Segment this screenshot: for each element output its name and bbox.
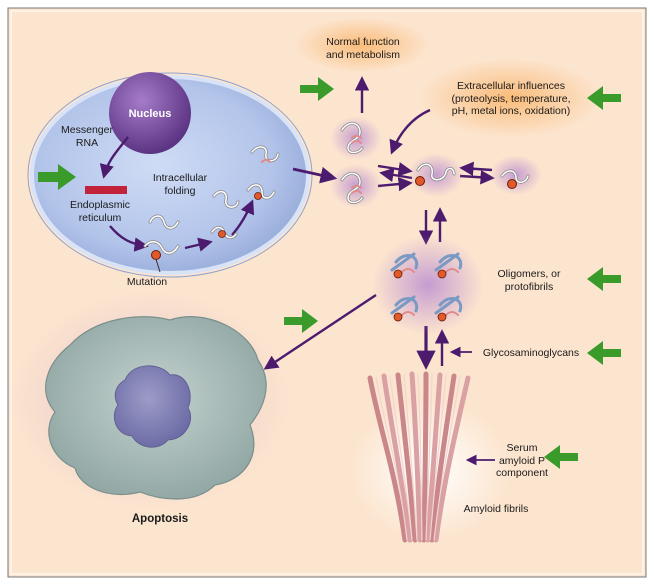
label-glycosaminoglycans: Glycosaminoglycans [482,347,580,359]
glow-serum [350,400,510,540]
label-serum-amyloid-p: Serum amyloid P component [496,442,548,479]
apoptotic-cell [45,316,267,500]
green-arrow-apoptosis-path [284,309,318,333]
green-arrow-extracellular [587,86,621,110]
arrow-cell-to-extracellular [292,166,338,184]
green-arrow-serum [544,445,578,469]
glow-normal-function [294,17,430,73]
arrow-misfolded-to-center [459,161,493,176]
label-oligomers: Oligomers, or protofibrils [497,268,561,293]
extracellular-proteins [330,116,542,208]
mutation-dot [151,250,161,260]
label-apoptosis: Apoptosis [131,513,189,525]
green-arrow-oligomers [587,267,621,291]
green-arrow-normal-function [300,77,334,101]
arrow-extracellular-influence [389,108,431,155]
green-arrow-cell [38,164,76,190]
protein-molecules [143,145,280,260]
arrow-oligomers-to-apoptosis [263,294,377,370]
arrow-folding-2 [231,199,255,236]
influence-arrows [38,77,621,469]
arrow-center-to-misfolded [459,170,495,185]
label-nucleus: Nucleus [129,108,172,120]
label-messenger-rna: Messenger RNA [61,124,113,149]
label-extracellular-influences: Extracellular influences (proteolysis, t… [451,80,571,117]
arrow-native-to-center-b [377,176,413,192]
label-normal-function: Normal function and metabolism [325,36,401,61]
pathway-arrows [99,76,495,466]
green-arrow-glycosaminoglycans [587,341,621,365]
amyloid-fibrils [367,371,471,543]
nucleus [109,72,191,154]
arrow-folding-1 [184,237,213,252]
label-intracellular-folding: Intracellular folding [152,172,208,197]
label-endoplasmic-reticulum: Endoplasmic reticulum [69,199,131,224]
arrow-mrna-to-er [99,136,129,179]
endoplasmic-reticulum-bar [85,186,127,194]
arrow-er-to-folding [109,225,149,252]
label-mutation: Mutation [126,276,168,288]
glow-extracellular [418,58,602,138]
oligomers [372,235,484,335]
label-amyloid-fibrils: Amyloid fibrils [463,503,529,515]
